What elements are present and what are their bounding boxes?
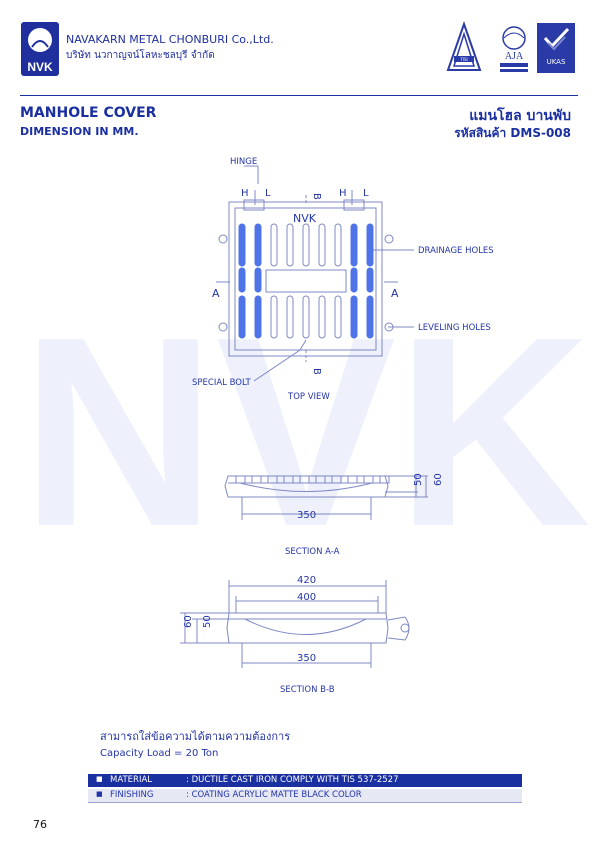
bb-dim-350: 350 [297, 653, 316, 664]
drainage-slot [318, 295, 326, 339]
section-rib [235, 475, 246, 484]
l-label-left: L [265, 188, 271, 199]
title-th: แมนโฮล บานพับ [469, 108, 571, 124]
spec-key: MATERIAL [110, 775, 153, 785]
section-aa-label: SECTION A-A [285, 547, 340, 557]
drainage-slot [334, 295, 342, 339]
drainage-slot [254, 267, 262, 293]
section-rib [267, 475, 278, 484]
aa-dim-60: 60 [433, 473, 444, 486]
ukas-logo-text: UKAS [547, 58, 566, 66]
drainage-slot [302, 295, 310, 339]
company-name-en: NAVAKARN METAL CHONBURI Co.,Ltd. [66, 33, 274, 46]
drainage-slot [334, 223, 342, 267]
section-aa-ribs [235, 475, 390, 484]
top-view-label: TOP VIEW [287, 392, 330, 402]
h-label-right: H [339, 188, 347, 199]
company-logo: NVK [20, 21, 60, 77]
capacity-load: Capacity Load = 20 Ton [100, 748, 219, 759]
logo-text: NVK [27, 60, 53, 74]
drainage-holes-label: DRAINAGE HOLES [418, 246, 494, 256]
watermark-text: NVK [21, 300, 591, 560]
drainage-slot [318, 223, 326, 267]
spec-value: : DUCTILE CAST IRON COMPLY WITH TIS 537-… [186, 775, 399, 785]
lug-right-top [384, 234, 394, 244]
section-rib [379, 475, 390, 484]
spec-row-material: ■ MATERIAL : DUCTILE CAST IRON COMPLY WI… [88, 774, 522, 787]
cover-nvk-text: NVK [293, 212, 317, 225]
section-rib [299, 475, 310, 484]
drainage-slot [254, 223, 262, 267]
aja-logo-text: AJA [505, 51, 524, 62]
bb-dim-400: 400 [297, 592, 316, 603]
tisi-logo: TISI [446, 20, 482, 71]
drainage-slot [238, 223, 246, 267]
bullet-icon: ■ [96, 790, 103, 798]
drainage-slot [270, 223, 278, 267]
aa-dim-50: 50 [413, 473, 424, 486]
bullet-icon: ■ [96, 775, 103, 783]
drainage-slot [302, 223, 310, 267]
section-rib [363, 475, 374, 484]
drainage-slot [286, 223, 294, 267]
bb-dim-420: 420 [297, 575, 316, 586]
drainage-slots [238, 223, 374, 339]
lug-left-bottom [218, 322, 228, 332]
hinge-right [343, 199, 365, 211]
h-label-left: H [241, 188, 249, 199]
subtitle-en: DIMENSION IN MM. [20, 125, 139, 138]
hinge-label: HINGE [230, 157, 257, 167]
nvk-watermark: NVK [21, 300, 591, 560]
bolt-leader [253, 339, 307, 382]
section-rib [347, 475, 358, 484]
spec-key: FINISHING [110, 790, 154, 800]
section-rib [331, 475, 342, 484]
l-label-right: L [363, 188, 369, 199]
center-slot [265, 269, 347, 293]
company-name-th: บริษัท นวกาญจน์โลหะชลบุรี จำกัด [66, 50, 215, 61]
leveling-holes-label: LEVELING HOLES [418, 323, 491, 333]
section-rib [251, 475, 262, 484]
drainage-slot [366, 223, 374, 267]
bb-dim-50: 50 [202, 615, 213, 628]
certification-logos: TISI AJA UKAS [446, 20, 575, 73]
section-rib [283, 475, 294, 484]
section-bb-label: SECTION B-B [280, 685, 335, 695]
drainage-slot [350, 295, 358, 339]
section-bb [180, 580, 410, 668]
custom-text-note: สามารถใส่ข้อความได้ตามความต้องการ [100, 730, 291, 743]
ukas-logo: UKAS [537, 23, 575, 73]
b-label-top: B [311, 193, 322, 200]
a-label-left: A [212, 287, 220, 300]
drainage-slot [350, 223, 358, 267]
title-en: MANHOLE COVER [20, 105, 157, 121]
aja-logo: AJA [500, 26, 528, 72]
product-code: รหัสสินค้า DMS-008 [454, 126, 571, 140]
spec-value: : COATING ACRYLIC MATTE BLACK COLOR [186, 790, 362, 800]
drainage-slot [254, 295, 262, 339]
drainage-slot [366, 267, 374, 293]
spec-row-finishing: ■ FINISHING : COATING ACRYLIC MATTE BLAC… [88, 789, 522, 803]
drainage-slot [270, 295, 278, 339]
hinge-left [243, 199, 265, 211]
header-separator [20, 95, 578, 96]
section-rib [315, 475, 326, 484]
drainage-slot [366, 295, 374, 339]
drainage-slot [350, 267, 358, 293]
special-bolt-label: SPECIAL BOLT [192, 378, 252, 388]
section-aa [224, 475, 428, 520]
page-number: 76 [33, 818, 47, 831]
aa-dim-350: 350 [297, 510, 316, 521]
drainage-slot [286, 295, 294, 339]
b-label-bottom: B [311, 368, 322, 375]
drainage-slot [238, 267, 246, 293]
bb-dim-60: 60 [183, 615, 194, 628]
hinge-leader [244, 165, 259, 184]
drainage-slot [238, 295, 246, 339]
frame-outer [228, 201, 383, 357]
tisi-logo-text: TISI [459, 57, 467, 62]
a-label-right: A [391, 287, 399, 300]
lug-left-top [218, 234, 228, 244]
